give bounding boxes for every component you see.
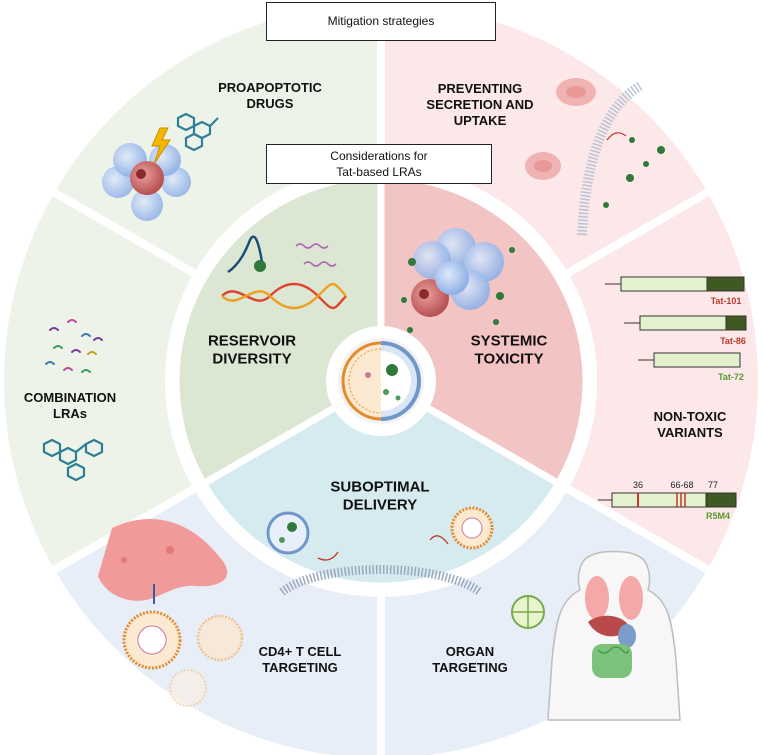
label-proapoptotic-drugs: PROAPOPTOTIC DRUGS	[218, 80, 322, 112]
label-line: RESERVOIR	[207, 332, 297, 350]
mitigation-strategies-header: Mitigation strategies	[266, 2, 496, 41]
t-cell-surface-icon	[98, 518, 228, 601]
label-line: TOXICITY	[474, 351, 544, 368]
outer-sector-combination	[0, 185, 203, 577]
tat86-bar	[639, 315, 727, 331]
target-cell-membrane-icon	[279, 565, 483, 596]
tat101-bar	[620, 276, 708, 292]
label-tat86: Tat-86	[720, 336, 746, 346]
considerations-line1: Considerations for	[330, 149, 428, 163]
human-body-organs-icon	[547, 550, 681, 721]
label-line: DIVERSITY	[212, 351, 292, 368]
label-line: VARIANTS	[657, 425, 723, 440]
position-77: 77	[707, 480, 719, 490]
header-title: Mitigation strategies	[327, 14, 435, 28]
label-line: UPTAKE	[453, 112, 507, 128]
label-line: DRUGS	[246, 96, 294, 111]
label-line: SYSTEMIC	[470, 332, 548, 350]
label-combination-lras: COMBINATION LRAs	[24, 390, 116, 422]
label-preventing-secretion: PREVENTING SECRETION AND UPTAKE	[426, 81, 533, 129]
r5m4-exon2	[705, 492, 737, 508]
label-line: TARGETING	[432, 660, 508, 675]
label-reservoir-diversity: RESERVOIR DIVERSITY	[208, 333, 296, 370]
center-particle-icon	[326, 326, 436, 436]
secretion-arrow-icon	[606, 132, 627, 141]
label-line: SUBOPTIMAL	[330, 478, 430, 496]
considerations-line2: Tat-based LRAs	[336, 165, 422, 179]
position-36: 36	[632, 480, 644, 490]
label-line: PROAPOPTOTIC	[218, 80, 322, 96]
position-66-68: 66-68	[670, 480, 694, 490]
r5m4-bar	[611, 492, 707, 508]
label-non-toxic-variants: NON-TOXIC VARIANTS	[654, 409, 727, 441]
inner-sector-reservoir	[172, 172, 386, 489]
tat-protein-dots-icon	[603, 137, 665, 208]
tat72-bar	[653, 352, 741, 368]
label-line: LRAs	[53, 406, 87, 421]
label-organ-targeting: ORGAN TARGETING	[432, 644, 508, 676]
tat101-exon2	[706, 276, 745, 292]
tat-protein-icon	[254, 260, 266, 272]
lipid-nanoparticle-icon	[511, 595, 545, 629]
combination-drugs-icon	[45, 319, 103, 373]
lra-molecule-icon	[42, 438, 104, 482]
label-line: TARGETING	[262, 660, 338, 675]
cell-membrane-icon	[577, 81, 643, 237]
label-r5m4: R5M4	[705, 511, 731, 521]
label-cd4-t-cell-targeting: CD4+ T CELL TARGETING	[259, 644, 342, 676]
toxic-tat-dots-icon	[401, 247, 515, 333]
lightning-bolt-icon	[151, 127, 171, 165]
label-tat101: Tat-101	[710, 296, 742, 306]
label-line: DELIVERY	[342, 497, 418, 514]
nanoparticle-icon	[450, 506, 494, 550]
tat86-exon2	[725, 315, 747, 331]
label-systemic-toxicity: SYSTEMIC TOXICITY	[471, 333, 548, 370]
targeted-nanoparticle-icon	[122, 610, 244, 707]
considerations-box: Considerations for Tat-based LRAs	[266, 144, 492, 184]
label-line: NON-TOXIC	[653, 409, 727, 425]
label-line: CD4+ T CELL	[258, 644, 342, 660]
integrated-virus-icon	[227, 235, 264, 273]
red-blood-cell-icon	[525, 78, 596, 180]
label-suboptimal-delivery: SUBOPTIMAL DELIVERY	[330, 479, 429, 516]
label-line: PREVENTING	[437, 81, 523, 97]
delivery-arrow-right-icon	[429, 535, 449, 545]
rna-strands-icon	[295, 243, 337, 267]
drug-molecule-icon	[176, 112, 219, 152]
label-line: ORGAN	[445, 644, 495, 660]
tat-variant-bars	[598, 276, 747, 508]
vesicle-icon	[266, 511, 310, 555]
dna-helix-icon	[221, 282, 347, 310]
label-tat72: Tat-72	[718, 372, 744, 382]
label-line: COMBINATION	[23, 390, 117, 406]
apoptotic-cell-cluster-icon	[102, 143, 191, 221]
toxic-cell-cluster-icon	[411, 228, 504, 317]
label-line: SECRETION AND	[426, 97, 534, 113]
delivery-arrow-left-icon	[317, 551, 339, 561]
